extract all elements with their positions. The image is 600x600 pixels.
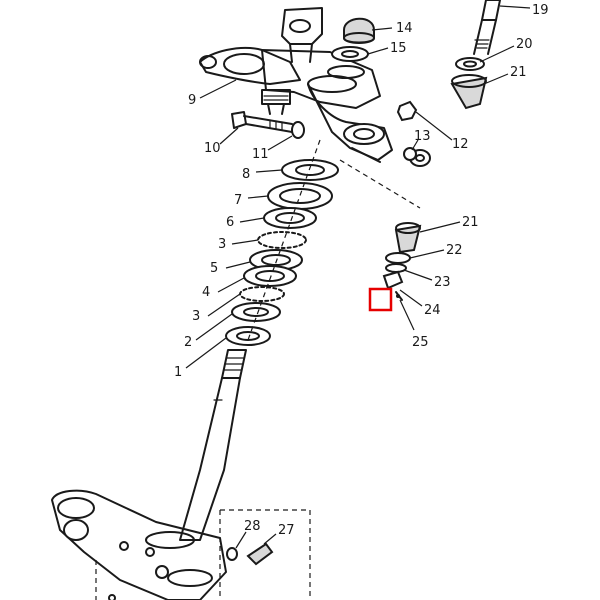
callout-10: 10 — [204, 141, 221, 156]
reference-box — [95, 509, 311, 600]
callout-7: 7 — [234, 193, 242, 208]
callout-3a: 3 — [218, 237, 226, 252]
callout-23: 23 — [434, 275, 451, 290]
cap-nut-14 — [343, 17, 375, 44]
pin-25 — [395, 291, 403, 301]
callout-20: 20 — [516, 37, 533, 52]
callout-12: 12 — [452, 137, 469, 152]
callout-24: 24 — [424, 303, 441, 318]
nut-24 — [382, 270, 404, 290]
washer-11 — [291, 121, 305, 139]
bolt-10 — [231, 111, 293, 133]
callout-21-lower: 21 — [462, 215, 479, 230]
callout-5: 5 — [210, 261, 218, 276]
collar-23 — [385, 263, 407, 273]
steering-stem — [179, 349, 247, 541]
damper-axis-line — [339, 159, 421, 209]
steering-damper-rod-19 — [473, 0, 501, 55]
callout-21-upper: 21 — [510, 65, 527, 80]
washer-20 — [455, 57, 485, 71]
callout-8: 8 — [242, 167, 250, 182]
callouts: 1 2 3 4 5 3 6 7 8 9 10 11 12 13 14 15 19… — [174, 3, 549, 538]
callout-3b: 3 — [192, 309, 200, 324]
washer-15 — [331, 46, 369, 62]
callout-9: 9 — [188, 93, 196, 108]
highlight-box — [368, 287, 393, 312]
upper-bracket — [199, 7, 393, 163]
callout-4: 4 — [202, 285, 210, 300]
rubber-bushing-21-lower — [394, 222, 422, 254]
washer-13 — [403, 147, 417, 161]
callout-25: 25 — [412, 335, 429, 350]
callout-27: 27 — [278, 523, 295, 538]
grease-nipple-27 — [246, 542, 274, 566]
callout-28: 28 — [244, 519, 261, 534]
callout-11: 11 — [252, 147, 269, 162]
washer-28 — [226, 547, 238, 561]
callout-2: 2 — [184, 335, 192, 350]
callout-15: 15 — [390, 41, 407, 56]
leader-lines — [185, 5, 531, 549]
callout-22: 22 — [446, 243, 463, 258]
nut-12 — [396, 100, 431, 167]
callout-6: 6 — [226, 215, 234, 230]
lower-bracket — [51, 489, 227, 600]
callout-1: 1 — [174, 365, 182, 380]
washer-22 — [385, 252, 411, 264]
rubber-bushing-21-upper — [450, 74, 488, 110]
callout-14: 14 — [396, 21, 413, 36]
callout-19: 19 — [532, 3, 549, 18]
bearing-stack — [225, 159, 339, 346]
callout-13: 13 — [414, 129, 431, 144]
